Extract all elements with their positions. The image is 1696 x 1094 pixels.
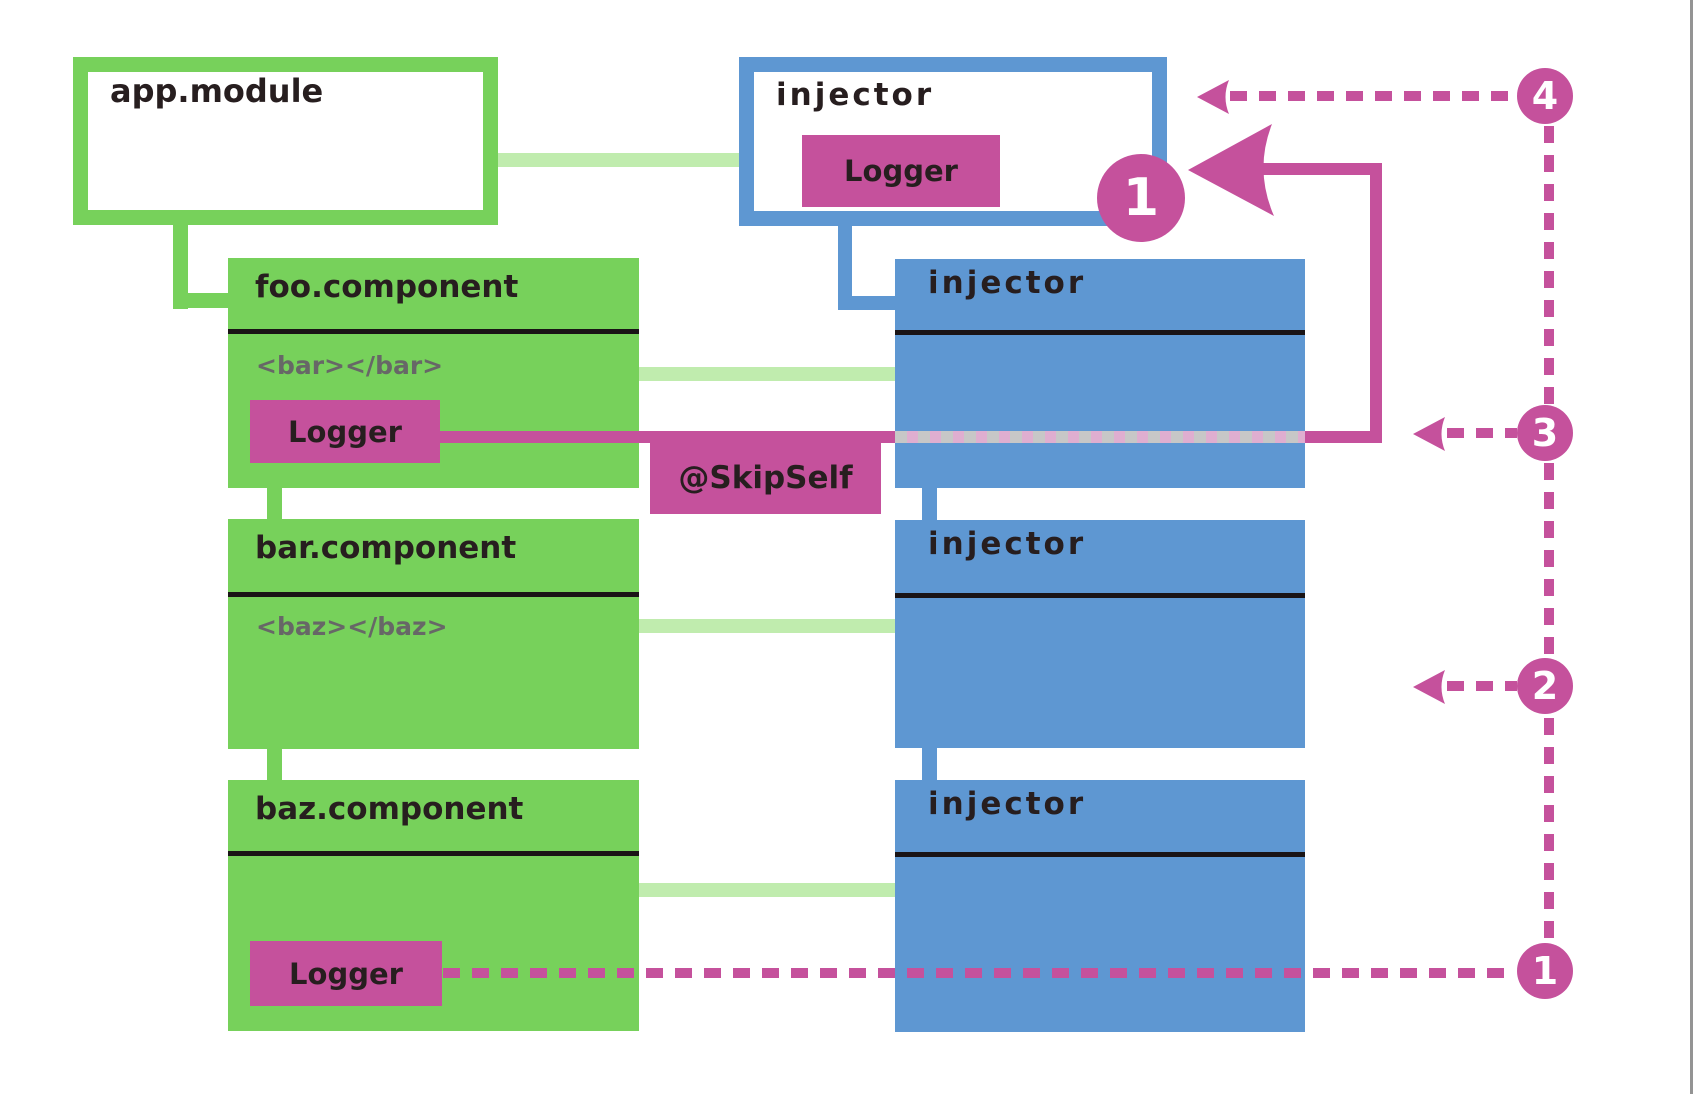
injector-box-3 — [895, 780, 1305, 1032]
baz-component-divider — [228, 851, 639, 856]
bar-element-tag: <baz></baz> — [256, 612, 448, 641]
baz-component-title: baz.component — [255, 791, 524, 827]
connector-foo-to-bar — [267, 488, 282, 520]
resolution-badge: 1 — [1097, 154, 1185, 242]
connector-injector-2-to-3 — [922, 748, 937, 781]
dashed-line-marker-2 — [1447, 681, 1517, 691]
link-app-module-to-root-injector — [498, 153, 739, 167]
injector-box-1 — [895, 259, 1305, 488]
dashed-line-marker-3 — [1447, 428, 1517, 438]
injector-2-title: injector — [928, 526, 1087, 562]
link-bar-to-injector-2 — [639, 619, 895, 633]
foo-component-divider — [228, 329, 639, 334]
connector-root-injector-vertical — [838, 226, 852, 310]
root-logger-badge: Logger — [802, 135, 1000, 207]
app-module-title: app.module — [110, 72, 324, 110]
foo-logger-badge: Logger — [250, 400, 440, 463]
link-baz-to-injector-3 — [639, 883, 895, 897]
dashed-line-marker-4 — [1230, 91, 1517, 101]
foo-component-title: foo.component — [255, 269, 519, 305]
bar-component-divider — [228, 592, 639, 597]
injector-box-2 — [895, 520, 1305, 748]
skipself-arrowhead-icon — [1188, 124, 1274, 216]
dashed-line-baz-logger-to-marker-1 — [443, 968, 1515, 978]
step-marker-4: 4 — [1517, 68, 1573, 124]
foo-element-tag: <bar></bar> — [256, 351, 444, 380]
skipself-path-left-segment — [440, 431, 895, 443]
step-marker-1: 1 — [1517, 943, 1573, 999]
step-marker-2: 2 — [1517, 658, 1573, 714]
skipself-path-vertical-segment — [1370, 163, 1382, 443]
injector-1-title: injector — [928, 265, 1087, 301]
dashed-line-marker-3-to-2 — [1544, 463, 1554, 657]
dashed-line-marker-2-to-1 — [1544, 718, 1554, 942]
dashed-arrowhead-3-icon — [1413, 417, 1445, 451]
skipself-badge: @SkipSelf — [650, 442, 881, 514]
baz-logger-badge: Logger — [250, 941, 442, 1006]
dashed-arrowhead-4-icon — [1197, 80, 1229, 114]
link-foo-to-injector-1 — [639, 367, 895, 381]
bar-component-title: bar.component — [255, 530, 517, 566]
dashed-arrowhead-2-icon — [1413, 670, 1445, 704]
connector-root-injector-horizontal — [838, 296, 895, 310]
connector-app-module-horizontal — [173, 293, 228, 308]
connector-bar-to-baz — [267, 749, 282, 781]
page-right-border — [1690, 0, 1693, 1094]
step-marker-3: 3 — [1517, 405, 1573, 461]
connector-injector-1-to-2 — [922, 488, 937, 521]
dashed-line-marker-4-to-3 — [1544, 126, 1554, 404]
bar-component-box — [228, 519, 639, 749]
injector-3-divider — [895, 852, 1305, 857]
app-module-box — [73, 57, 498, 225]
injector-3-title: injector — [928, 786, 1087, 822]
injector-2-divider — [895, 593, 1305, 598]
skipself-path-top-segment — [1253, 163, 1382, 175]
skipself-path-right-segment — [1305, 431, 1382, 443]
root-injector-title: injector — [776, 77, 935, 113]
skipself-path-dotted-overlay — [895, 431, 1305, 443]
connector-app-module-vertical — [173, 225, 188, 309]
injector-1-divider — [895, 330, 1305, 335]
